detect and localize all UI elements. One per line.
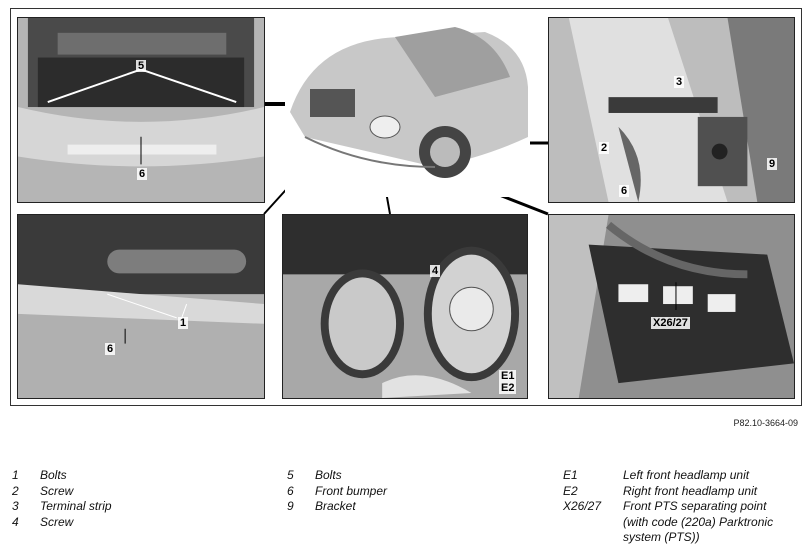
legend-text: Front bumper [315,483,388,498]
legend-text: Bolts [315,468,342,482]
legend-column-2: 5 Bolts 6 Front bumper 9 Bracket [287,468,387,515]
callout-6-bumper: 6 [105,343,116,355]
legend-code: E1 [563,468,578,482]
callout-6-arch: 6 [619,185,630,197]
callout-9: 9 [767,158,778,170]
pts-separating-point-panel: X26/27 [548,214,795,399]
callout-5: 5 [136,60,147,72]
legend-code [563,530,623,546]
legend-row: 6 Front bumper [287,484,387,500]
callout-X26-27: X26/27 [651,317,690,329]
engine-bay-panel: 5 6 [17,17,265,203]
car-overview-image [285,17,530,197]
legend-code: 5 [287,468,294,482]
callout-4: 4 [430,265,441,277]
legend-code: 2 [12,483,19,498]
legend-row: system (PTS)) [563,530,773,546]
legend-row: 5 Bolts [287,468,387,484]
callout-E2: E2 [499,382,517,394]
legend-text: Terminal strip [40,499,112,513]
legend-row: 2 Screw [12,484,112,500]
legend-text: Left front headlamp unit [623,468,750,482]
callout-6: 6 [137,168,148,180]
legend-row: 3 Terminal strip [12,499,112,515]
legend-code: 6 [287,483,294,498]
legend-row: E1 Left front headlamp unit [563,468,773,484]
legend-row: 4 Screw [12,515,112,531]
legend-row: 1 Bolts [12,468,112,484]
legend-text: Screw [40,483,74,498]
bumper-underside-panel: 1 6 [17,214,265,399]
legend-text: Right front headlamp unit [623,483,758,498]
legend-text: Bolts [40,468,67,482]
legend-text: (with code (220a) Parktronic [623,514,774,529]
legend-code [563,515,623,531]
legend-column-3: E1 Left front headlamp unit E2 Right front… [563,468,773,546]
legend-code: 4 [12,514,19,529]
callout-2: 2 [599,142,610,154]
legend-code: 3 [12,499,19,513]
legend-code: 1 [12,468,19,482]
wheel-arch-panel: 3 2 9 6 [548,17,795,203]
figure-reference: P82.10-3664-09 [733,418,798,428]
legend-text: Screw [40,514,74,529]
legend-text: Front PTS separating point [623,499,767,513]
callout-E1: E1 [499,370,517,382]
headlamps-panel: 4 E1 E2 [282,214,528,399]
legend-text: system (PTS)) [623,530,700,544]
legend-row: (with code (220a) Parktronic [563,515,773,531]
legend-code: 9 [287,499,294,513]
legend-row: 9 Bracket [287,499,387,515]
legend-text: Bracket [315,499,356,513]
legend-code: E2 [563,483,578,498]
legend-row: E2 Right front headlamp unit [563,484,773,500]
legend-code: X26/27 [563,499,602,513]
legend-row: X26/27 Front PTS separating point [563,499,773,515]
callout-1: 1 [178,317,189,329]
callout-3: 3 [674,76,685,88]
